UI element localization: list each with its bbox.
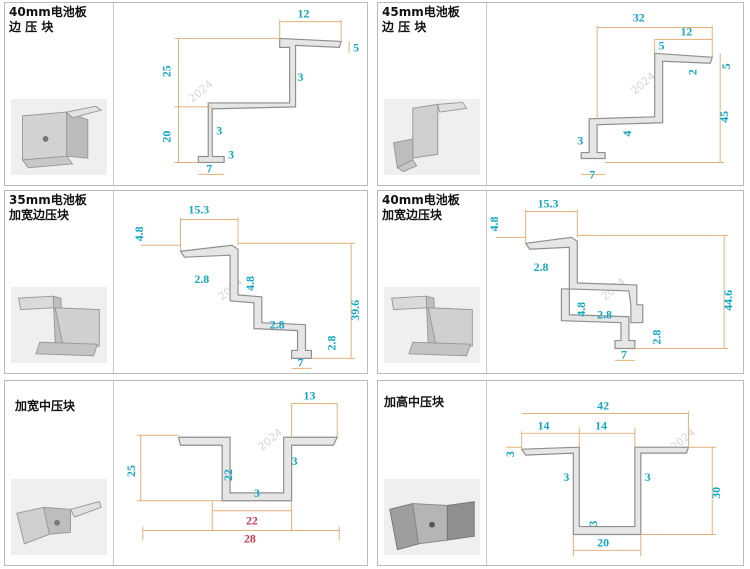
panel-left-column: 35mm电池板 加宽边压块 — [5, 191, 114, 373]
dim-label: 5 — [719, 63, 733, 69]
panel-wide-mid-clamp: 加宽中压块 2024 13 25 — [4, 380, 368, 566]
profile-drawing: 2024 12 5 25 3 3 20 3 7 — [160, 7, 360, 176]
dim-label: 22 — [246, 514, 258, 528]
profile-drawing: 2024 32 12 5 2 5 45 3 4 7 — [577, 11, 733, 182]
clamp-photo-icon — [391, 295, 473, 357]
dim-label: 2.8 — [534, 260, 549, 274]
dim-label: 2 — [685, 69, 699, 75]
dim-label: 25 — [124, 465, 138, 477]
svg-text:2024: 2024 — [628, 69, 658, 97]
dim-label: 7 — [589, 167, 595, 181]
technical-drawing: 2024 12 5 25 3 3 20 3 7 — [113, 3, 367, 185]
svg-text:2024: 2024 — [186, 77, 216, 105]
panel-35mm-wide-edge-clamp: 35mm电池板 加宽边压块 2024 15.3 4.8 2.8 4.8 — [4, 190, 368, 374]
dim-label: 25 — [160, 65, 174, 77]
dim-label: 4.8 — [487, 216, 501, 231]
panel-40mm-wide-edge-clamp: 40mm电池板 加宽边压块 2024 15.3 4.8 2.8 — [377, 190, 744, 374]
profile-drawing: 2024 42 14 14 3 3 3 30 3 20 — [503, 398, 723, 557]
panel-left-column: 40mm电池板 加宽边压块 — [378, 191, 487, 373]
dim-label: 15.3 — [188, 203, 209, 217]
dim-label: 12 — [298, 7, 310, 21]
dim-label: 5 — [353, 40, 359, 54]
panel-label: 加高中压块 — [384, 395, 445, 409]
clamp-photo-icon — [16, 501, 102, 545]
technical-drawing: 2024 15.3 4.8 2.8 4.8 39.6 2.8 2.8 7 — [113, 191, 367, 373]
dim-label: 7 — [621, 347, 627, 361]
dim-label: 3 — [254, 486, 260, 500]
clamp-photo-icon — [21, 105, 103, 169]
dim-label: 3 — [228, 147, 234, 161]
panel-40mm-edge-clamp: 40mm电池板 边 压 块 2024 12 5 25 — [4, 2, 368, 186]
dim-label: 20 — [597, 535, 609, 549]
dim-label: 3 — [586, 521, 600, 527]
dim-label: 12 — [680, 24, 692, 38]
dim-label: 42 — [597, 398, 609, 412]
clamp-photo-icon — [18, 295, 100, 357]
profile-drawing: 2024 13 25 22 3 3 22 28 — [124, 389, 340, 545]
panel-label: 加宽中压块 — [15, 399, 76, 413]
dim-label: 3 — [577, 134, 583, 148]
svg-text:2024: 2024 — [255, 426, 285, 454]
dim-label: 3 — [503, 451, 517, 457]
product-photo — [384, 99, 480, 175]
panel-45mm-edge-clamp: 45mm电池板 边 压 块 2024 32 12 5 2 5 — [377, 2, 744, 186]
product-photo — [11, 287, 107, 363]
dim-label: 7 — [206, 161, 212, 175]
dim-label: 13 — [304, 389, 316, 403]
dim-label: 3 — [216, 124, 222, 138]
panel-label: 40mm电池板 边 压 块 — [9, 5, 87, 34]
dim-label: 4 — [620, 131, 634, 137]
dim-label: 15.3 — [538, 197, 559, 211]
profile-drawing: 2024 15.3 4.8 2.8 4.8 39.6 2.8 2.8 7 — [132, 203, 362, 370]
dim-label: 2.8 — [324, 336, 338, 351]
technical-drawing: 2024 32 12 5 2 5 45 3 4 7 — [486, 3, 743, 185]
dim-label: 4.8 — [132, 226, 146, 241]
dim-label: 2.8 — [597, 308, 612, 322]
dim-label: 30 — [709, 487, 723, 499]
product-photo — [384, 287, 480, 363]
panel-label: 45mm电池板 边 压 块 — [382, 5, 460, 34]
dim-label: 3 — [645, 470, 651, 484]
dim-label: 32 — [633, 11, 645, 25]
panel-left-column: 40mm电池板 边 压 块 — [5, 3, 114, 185]
dim-label: 3 — [563, 470, 569, 484]
panel-label: 40mm电池板 加宽边压块 — [382, 193, 460, 222]
dim-label: 3 — [298, 70, 304, 84]
clamp-photo-icon — [393, 101, 468, 173]
technical-drawing: 2024 42 14 14 3 3 3 30 3 20 — [486, 381, 743, 565]
panel-left-column: 加宽中压块 — [5, 381, 114, 565]
dim-label: 5 — [659, 38, 665, 52]
product-photo — [384, 479, 480, 555]
dim-label: 14 — [538, 418, 550, 432]
technical-drawing: 2024 13 25 22 3 3 22 28 — [113, 381, 367, 565]
dim-label: 4.8 — [243, 276, 257, 291]
dim-label: 20 — [160, 131, 174, 143]
dim-label: 44.6 — [721, 290, 735, 311]
dim-label: 7 — [298, 355, 304, 369]
dim-label: 39.6 — [348, 300, 362, 321]
dim-label: 2.8 — [270, 318, 285, 332]
product-photo — [11, 99, 107, 175]
panel-left-column: 45mm电池板 边 压 块 — [378, 3, 487, 185]
dim-label: 22 — [221, 469, 235, 481]
clamp-photo-icon — [389, 501, 475, 551]
dim-label: 2.8 — [650, 330, 664, 345]
dim-label: 28 — [244, 531, 256, 545]
panel-left-column: 加高中压块 — [378, 381, 487, 565]
dim-label: 2.8 — [194, 272, 209, 286]
panel-label: 35mm电池板 加宽边压块 — [9, 193, 87, 222]
dim-label: 14 — [595, 418, 607, 432]
dim-label: 45 — [717, 111, 731, 123]
dim-label: 4.8 — [574, 302, 588, 317]
product-photo — [11, 479, 107, 555]
profile-drawing: 2024 15.3 4.8 2.8 4.8 2.8 44.6 2.8 7 — [487, 197, 735, 362]
technical-drawing: 2024 15.3 4.8 2.8 4.8 2.8 44.6 2.8 7 — [486, 191, 743, 373]
dim-label: 3 — [292, 454, 298, 468]
panel-high-mid-clamp: 加高中压块 2024 42 — [377, 380, 744, 566]
